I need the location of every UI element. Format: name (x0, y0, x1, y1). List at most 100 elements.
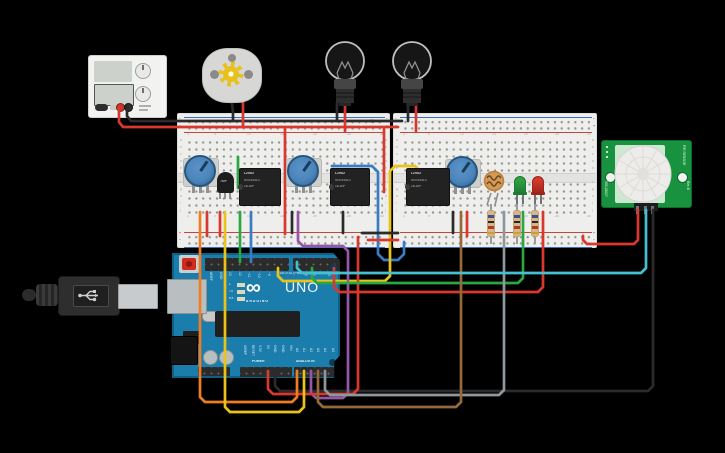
psu-negative-terminal[interactable] (124, 103, 133, 112)
row-label: a (385, 139, 387, 143)
row-label: c (180, 153, 182, 157)
power-supply[interactable] (88, 55, 167, 118)
rail-holes-bottom[interactable] (186, 234, 383, 247)
row-label: h (385, 195, 387, 199)
pir-power-red-wire[interactable] (581, 208, 640, 246)
pir-signal-cyan-wire[interactable] (295, 208, 648, 275)
row-label: h (396, 195, 398, 199)
a3-brown-wire[interactable] (316, 210, 463, 409)
pin-label-A4: A4 (323, 348, 327, 353)
resistor[interactable] (513, 210, 521, 237)
pin-label-33V: 3.3V (258, 345, 262, 352)
resistor-band (532, 220, 538, 223)
psu-power-button[interactable] (95, 104, 108, 111)
row-label: g (396, 188, 398, 192)
usb-plug-body[interactable] (58, 276, 120, 316)
knob-pointer (142, 88, 144, 93)
column-label: 15 (280, 215, 284, 219)
motor-gear-icon (218, 61, 244, 87)
rail-sign: + (179, 232, 181, 236)
pin-label-13: 13 (228, 272, 232, 276)
light-bulb-2[interactable] (389, 41, 435, 111)
resistor-band (532, 231, 538, 234)
potentiometer-leg (192, 183, 195, 193)
pin-label-7: 7 (296, 272, 300, 274)
column-label: 20 (313, 132, 318, 136)
row-label: i (180, 202, 181, 206)
potentiometer-leg (199, 183, 202, 193)
psu-voltage-knob[interactable] (135, 63, 151, 79)
row-label: j (385, 209, 386, 213)
gnd-pir-black-wire[interactable] (273, 208, 655, 393)
pir-pin-dot (606, 146, 608, 148)
power-header[interactable] (240, 367, 292, 377)
light-bulb-1[interactable] (322, 41, 368, 111)
potentiometer-1[interactable] (184, 155, 216, 187)
digital-header-right[interactable] (293, 258, 340, 271)
usb-cable-strain-relief[interactable] (36, 284, 58, 306)
rail-line-pos-bottom (400, 231, 592, 234)
resistor[interactable] (487, 210, 495, 237)
a4-gray-wire[interactable] (323, 210, 506, 397)
led-label-TX: TX (229, 290, 234, 294)
pin-label-5V: 5V (265, 345, 270, 350)
row-label: b (396, 146, 398, 150)
pin3-red-led-wire[interactable] (332, 210, 545, 294)
column-label: 20 (313, 215, 318, 219)
atmega-chip[interactable] (215, 311, 300, 337)
row-label: d (180, 160, 182, 164)
resistor-band (488, 226, 494, 229)
led-leg (516, 194, 518, 204)
tmp36-sensor[interactable]: TMP (217, 172, 234, 193)
pin5-green-led-wire[interactable] (310, 210, 525, 285)
column-label: 1 (403, 215, 405, 219)
a0-orange-wire[interactable] (198, 210, 299, 404)
usb-cable-cord[interactable] (22, 289, 36, 301)
red-led[interactable] (531, 176, 545, 195)
ic-notch (238, 184, 243, 190)
pir-motion-sensor[interactable]: PIR SENSOR Rev B 555-28027 (601, 140, 692, 211)
analog-header[interactable] (294, 367, 334, 377)
row-label: a (396, 139, 398, 143)
resistor-band (488, 220, 494, 223)
column-label: 15 (280, 132, 284, 136)
column-label: 25 (555, 215, 559, 219)
column-label: 10 (460, 132, 464, 136)
power-jack[interactable] (170, 336, 198, 365)
potentiometer-3[interactable] (446, 156, 478, 188)
motor-mount-dot (210, 70, 219, 79)
rail-holes-top[interactable] (402, 119, 590, 132)
psu-positive-wire[interactable] (117, 105, 362, 129)
resistor[interactable] (531, 210, 539, 237)
5v-red-wire[interactable] (266, 235, 360, 396)
pin-label-A3: A3 (316, 348, 320, 353)
row-label: e (396, 167, 398, 171)
potentiometer-leg (461, 184, 464, 194)
ic-silkscreen-line2: SN754410 (411, 179, 427, 183)
chip2-blue-wire[interactable] (330, 164, 406, 262)
a1-yellow-wire[interactable] (223, 210, 306, 414)
pin-label-A5: A5 (330, 348, 334, 353)
psu-current-knob[interactable] (135, 86, 151, 102)
row-label: d (385, 160, 387, 164)
column-label: 30 (380, 215, 384, 219)
rail-line-neg-bottom (184, 246, 385, 249)
psu-negative-wire[interactable] (125, 105, 376, 123)
usb-plug-metal[interactable] (118, 284, 158, 309)
row-label: a (180, 139, 182, 143)
potentiometer-2[interactable] (287, 155, 319, 187)
rail-sign: − (179, 238, 181, 242)
pin-label-GND: GND (273, 345, 277, 353)
pin-label-IOREF: IOREF (243, 345, 247, 356)
reset-button[interactable] (182, 258, 196, 270)
green-led[interactable] (513, 176, 527, 195)
pot2-a2-purple-wire[interactable] (296, 210, 350, 400)
ic-silkscreen-line3: 16-DIP (411, 185, 422, 189)
icsp-header[interactable] (198, 367, 230, 376)
photoresistor-ldr[interactable] (481, 167, 511, 209)
grid-holes-top[interactable] (402, 138, 590, 174)
rail-line-neg-top (184, 116, 385, 119)
